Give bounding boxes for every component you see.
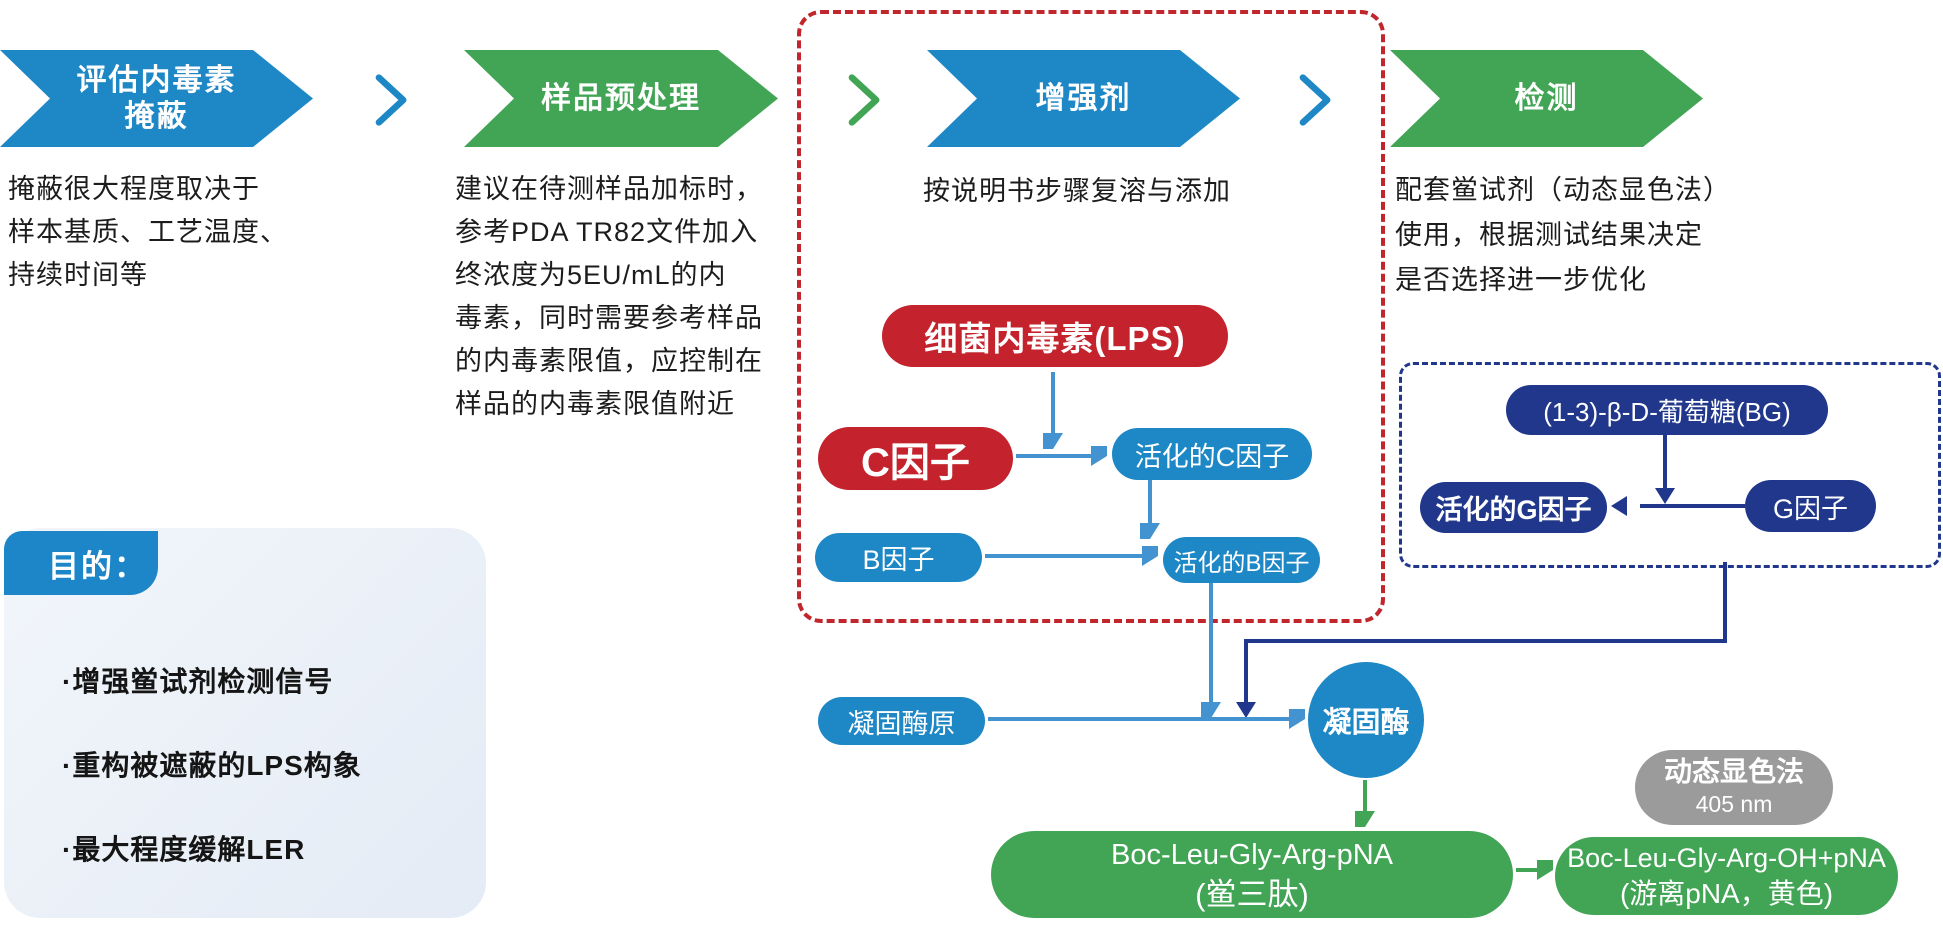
factor-g-dashed-frame <box>1399 362 1941 568</box>
step-2-description-line: 参考PDA TR82文件加入 <box>455 217 759 247</box>
arrowhead-substrate-to-product <box>1537 860 1553 880</box>
step-1-description: 掩蔽很大程度取决于 样本基质、工艺温度、 持续时间等 <box>8 168 288 297</box>
step-1-description-line: 掩蔽很大程度取决于 <box>8 174 260 204</box>
arrowhead-clotting-down <box>1355 811 1375 827</box>
node-substrate-line1: Boc-Leu-Gly-Arg-pNA <box>1110 838 1394 871</box>
arrow-factor-g-activation <box>1640 504 1745 508</box>
purpose-bullet: ·最大程度缓解LER <box>62 834 306 865</box>
step-2-description: 建议在待测样品加标时， 参考PDA TR82文件加入 终浓度为5EU/mL的内 … <box>455 168 763 426</box>
banner-step-2-label: 样品预处理 <box>541 81 701 115</box>
step-4-description-line: 是否选择进一步优化 <box>1395 265 1647 295</box>
arrow-clotting-down <box>1363 780 1367 812</box>
step-1-description-line: 样本基质、工艺温度、 <box>8 217 288 247</box>
node-factor-g-label: G因子 <box>1772 493 1848 524</box>
arrowhead-proclotting-to-clotting <box>1289 709 1305 729</box>
node-factor-b: B因子 <box>815 533 982 582</box>
arrow-factor-g-to-junction <box>1244 641 1248 703</box>
node-proclotting-enzyme: 凝固酶原 <box>818 697 985 745</box>
arrow-factor-b-activation <box>985 554 1143 558</box>
chevron-right-icon <box>848 74 880 126</box>
arrowhead-factor-c-activation <box>1091 446 1107 466</box>
node-factor-c-active: 活化的C因子 <box>1112 428 1312 480</box>
banner-step-3-label: 增强剂 <box>1035 81 1132 115</box>
purpose-bullet: ·重构被遮蔽的LPS构象 <box>62 750 362 781</box>
banner-step-4-label: 检测 <box>1514 81 1579 115</box>
node-factor-c: C因子 <box>818 427 1013 490</box>
node-proclotting-enzyme-label: 凝固酶原 <box>847 708 956 739</box>
step-2-description-line: 建议在待测样品加标时， <box>455 174 763 204</box>
banner-step-1-label-line2: 掩蔽 <box>124 99 189 133</box>
banner-step-1: 评估内毒素 掩蔽 <box>0 50 313 147</box>
purpose-title: 目的： <box>48 548 147 584</box>
arrow-lps-down <box>1051 372 1055 434</box>
node-bg-glucan-label: (1-3)-β-D-葡萄糖(BG) <box>1543 396 1791 427</box>
arrow-factor-b-active-down <box>1209 583 1213 703</box>
step-4-description: 配套鲎试剂（动态显色法） 使用，根据测试结果决定 是否选择进一步优化 <box>1395 168 1731 303</box>
arrow-proclotting-to-clotting <box>988 717 1290 721</box>
node-bg-glucan: (1-3)-β-D-葡萄糖(BG) <box>1506 385 1828 435</box>
node-lps: 细菌内毒素(LPS) <box>882 305 1228 367</box>
badge-kinetic-chromogenic: 动态显色法 405 nm <box>1635 750 1833 825</box>
badge-method-name: 动态显色法 <box>1663 755 1804 787</box>
step-2-description-line: 毒素，同时需要参考样品 <box>455 303 763 333</box>
arrowhead-factor-b-activation <box>1142 546 1158 566</box>
step-2-description-line: 样品的内毒素限值附近 <box>455 389 735 419</box>
node-substrate-line2: (鲎三肽) <box>1195 876 1309 912</box>
banner-step-3: 增强剂 <box>927 50 1240 147</box>
arrowhead-factor-c-active-down <box>1140 523 1160 539</box>
chevron-right-icon <box>1299 74 1331 126</box>
node-product-line1: Boc-Leu-Gly-Arg-OH+pNA <box>1567 843 1886 873</box>
chevron-right-icon <box>375 74 407 126</box>
step-4-description-line: 配套鲎试剂（动态显色法） <box>1395 175 1731 205</box>
node-factor-g: G因子 <box>1745 480 1876 532</box>
banner-step-1-label-line1: 评估内毒素 <box>76 63 237 97</box>
node-factor-b-active-label: 活化的B因子 <box>1173 549 1310 577</box>
node-factor-c-label: C因子 <box>861 440 970 485</box>
node-substrate: Boc-Leu-Gly-Arg-pNA (鲎三肽) <box>991 831 1513 918</box>
arrow-substrate-to-product <box>1516 868 1538 872</box>
arrowhead-bg-down <box>1655 488 1675 504</box>
node-product-line2: (游离pNA，黄色) <box>1619 878 1834 909</box>
node-factor-g-active: 活化的G因子 <box>1420 482 1607 533</box>
step-1-description-line: 持续时间等 <box>8 260 148 290</box>
arrow-factor-c-activation <box>1016 454 1092 458</box>
step-3-description: 按说明书步骤复溶与添加 <box>923 170 1231 213</box>
banner-step-2: 样品预处理 <box>464 50 778 147</box>
node-factor-b-active: 活化的B因子 <box>1163 537 1320 583</box>
step-4-description-line: 使用，根据测试结果决定 <box>1395 220 1703 250</box>
purpose-card-tab: 目的： <box>4 531 158 595</box>
node-clotting-enzyme: 凝固酶 <box>1308 662 1424 778</box>
arrowhead-factor-g-to-junction <box>1236 702 1256 718</box>
arrowhead-factor-b-active-down <box>1201 702 1221 718</box>
connector-factor-g-vertical <box>1723 562 1727 643</box>
node-lps-label: 细菌内毒素(LPS) <box>924 320 1186 357</box>
node-factor-b-label: B因子 <box>862 545 935 575</box>
badge-method-wavelength: 405 nm <box>1695 790 1773 817</box>
arrow-factor-c-active-down <box>1148 480 1152 524</box>
purpose-bullet: ·增强鲎试剂检测信号 <box>62 666 334 697</box>
step-2-description-line: 终浓度为5EU/mL的内 <box>455 260 727 290</box>
arrowhead-lps-down <box>1043 433 1063 449</box>
enhancer-dashed-frame <box>797 10 1385 623</box>
arrowhead-factor-g-activation <box>1611 496 1627 516</box>
banner-step-4: 检测 <box>1390 50 1703 147</box>
node-product: Boc-Leu-Gly-Arg-OH+pNA (游离pNA，黄色) <box>1555 837 1898 915</box>
node-clotting-enzyme-label: 凝固酶 <box>1322 707 1410 739</box>
step-3-description-line: 按说明书步骤复溶与添加 <box>923 176 1231 206</box>
node-factor-c-active-label: 活化的C因子 <box>1134 441 1290 472</box>
step-2-description-line: 的内毒素限值，应控制在 <box>455 346 763 376</box>
connector-factor-g-horizontal <box>1244 639 1727 643</box>
node-factor-g-active-label: 活化的G因子 <box>1435 495 1592 525</box>
arrow-bg-down <box>1663 435 1667 489</box>
